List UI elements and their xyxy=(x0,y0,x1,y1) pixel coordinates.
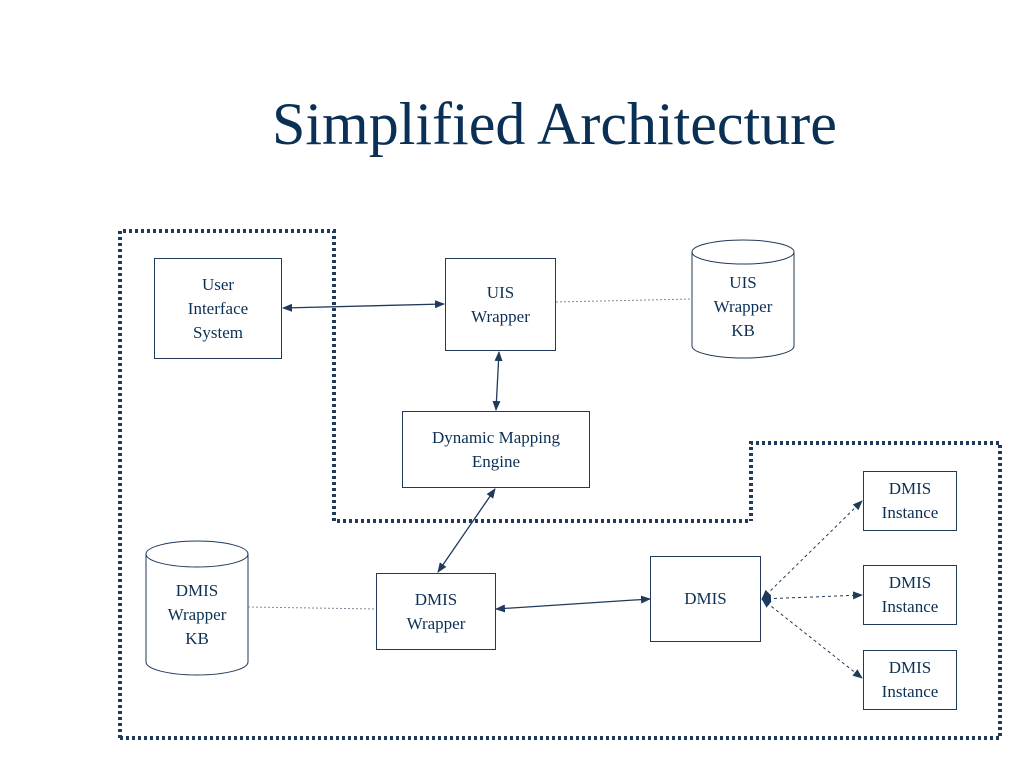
uis-wrapper-to-engine-arrow xyxy=(492,351,503,411)
dmis-wrapper-label-2: Wrapper xyxy=(406,613,466,633)
dmis-wrapper-kb-cylinder xyxy=(145,540,249,676)
dmis-wrapper-kb-label-3: KB xyxy=(185,629,209,648)
dmis-wrapper-label-1: DMIS xyxy=(414,589,458,609)
user-interface-system-label-1: User xyxy=(201,274,235,294)
dmis-instance-1-label-2: Instance xyxy=(881,503,939,522)
dmis-instance-2-box: DMIS Instance xyxy=(863,565,957,625)
uis-boundary xyxy=(118,229,751,738)
dmis-instance-1-label-1: DMIS xyxy=(888,479,932,498)
dynamic-mapping-engine-label-1: Dynamic Mapping xyxy=(432,427,560,447)
dynamic-mapping-engine-box: Dynamic Mapping Engine xyxy=(402,411,590,488)
page-title: Simplified Architecture xyxy=(272,91,837,157)
dmis-wrapper-kb-link xyxy=(247,606,377,610)
dmis-to-instance-2-arrow xyxy=(761,591,863,603)
uis-wrapper-box: UIS Wrapper xyxy=(445,258,556,351)
uis-wrapper-kb-label-1: UIS xyxy=(729,273,757,292)
uis-to-uis-wrapper-arrow xyxy=(282,300,445,312)
dmis-wrapper-kb-label: DMIS Wrapper KB xyxy=(146,578,248,652)
uis-wrapper-label-2: Wrapper xyxy=(471,306,530,326)
dmis-instance-3-label-2: Instance xyxy=(881,682,939,701)
dmis-box: DMIS xyxy=(650,556,761,642)
dmis-instance-2-label-2: Instance xyxy=(881,597,939,616)
dmis-wrapper-to-dmis-arrow xyxy=(495,595,651,613)
user-interface-system-box: User Interface System xyxy=(154,258,282,359)
dmis-to-instance-1-arrow xyxy=(761,500,863,600)
dmis-to-instance-3-arrow xyxy=(761,598,863,679)
dmis-wrapper-box: DMIS Wrapper xyxy=(376,573,496,650)
user-interface-system-label-2: Interface xyxy=(187,298,249,318)
dmis-instance-2-label-1: DMIS xyxy=(888,573,932,592)
dmis-instance-1-box: DMIS Instance xyxy=(863,471,957,531)
uis-wrapper-label-1: UIS xyxy=(486,282,515,302)
uis-wrapper-kb-label-2: Wrapper xyxy=(713,297,773,316)
user-interface-system-label-3: System xyxy=(192,322,244,342)
uis-wrapper-kb-cylinder xyxy=(691,239,795,359)
uis-wrapper-kb-link xyxy=(555,298,693,303)
engine-to-dmis-wrapper-arrow xyxy=(437,488,496,573)
uis-wrapper-kb-label-3: KB xyxy=(731,321,755,340)
dmis-wrapper-kb-label-1: DMIS xyxy=(175,581,219,600)
dynamic-mapping-engine-label-2: Engine xyxy=(471,451,521,471)
dmis-instance-3-box: DMIS Instance xyxy=(863,650,957,710)
dmis-instance-3-label-1: DMIS xyxy=(888,658,932,677)
uis-wrapper-kb-label: UIS Wrapper KB xyxy=(692,270,794,344)
dmis-wrapper-kb-label-2: Wrapper xyxy=(167,605,227,624)
dmis-label: DMIS xyxy=(684,589,727,608)
